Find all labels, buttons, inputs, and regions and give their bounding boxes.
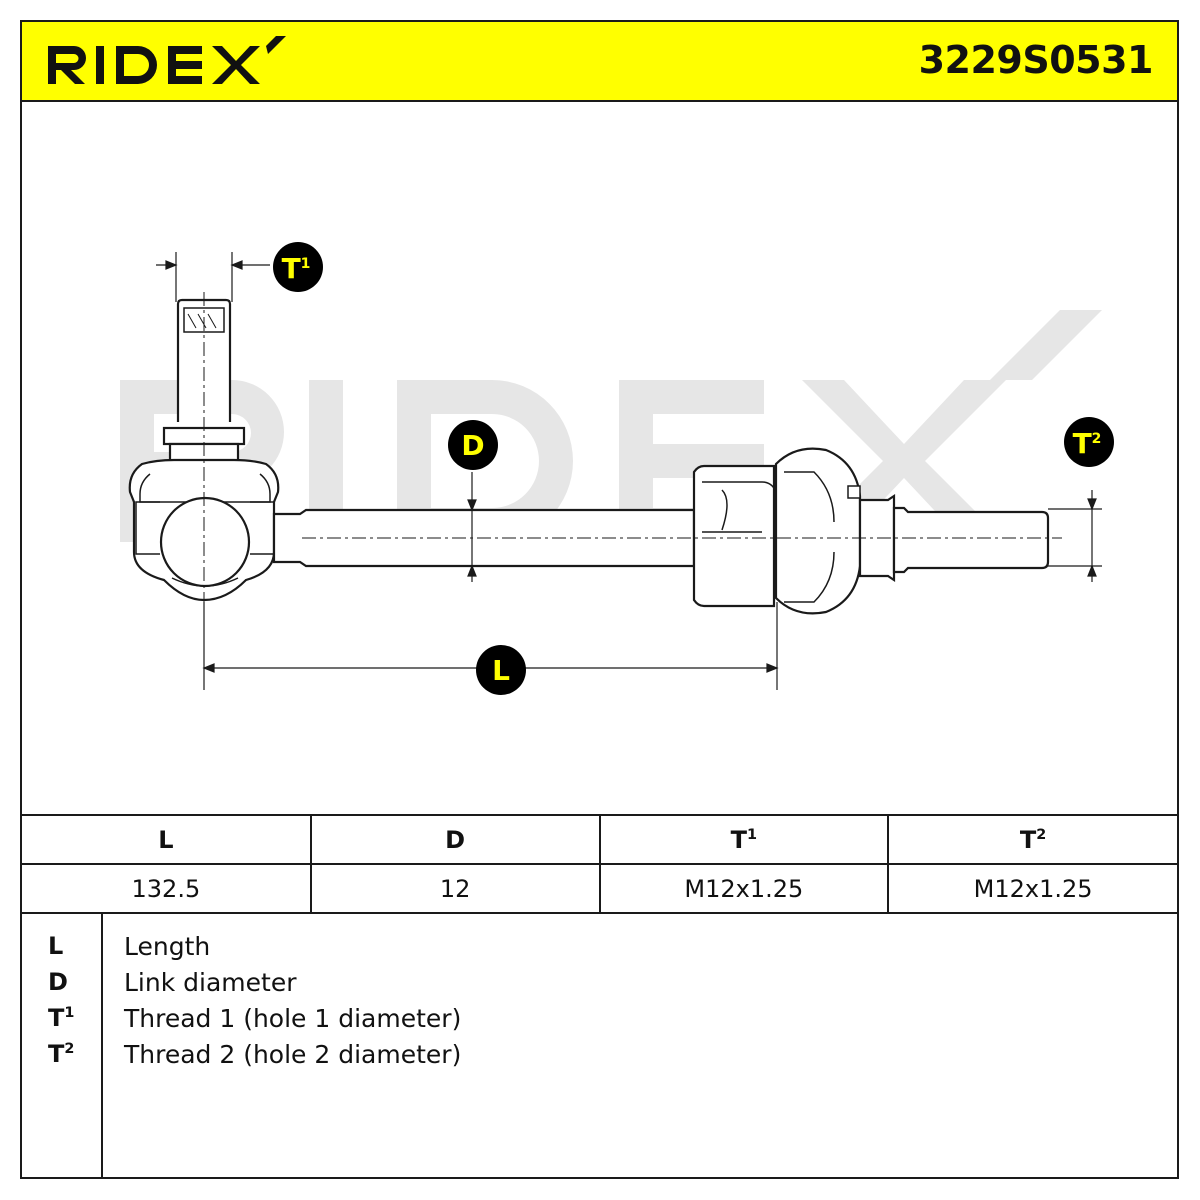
legend-key: T2	[48, 1040, 75, 1068]
legend-row-l: L Length	[22, 932, 1177, 968]
spec-value-t2: M12x1.25	[887, 863, 1177, 914]
legend-divider	[101, 912, 103, 1177]
svg-text:T1: T1	[282, 252, 311, 285]
legend-row-d: D Link diameter	[22, 968, 1177, 1004]
callout-t2: T2	[1064, 417, 1114, 467]
spec-value-d: 12	[309, 863, 601, 914]
spec-table-value-row: 132.5 12 M12x1.25 M12x1.25	[22, 863, 1177, 914]
spec-table-header-row: L D T1 T2	[22, 814, 1177, 865]
spec-header-l: L	[22, 814, 312, 865]
legend-key: D	[48, 968, 68, 996]
svg-text:D: D	[461, 429, 484, 462]
spec-table: L D T1 T2 132.5 12 M12x1.25 M12x1.25	[22, 814, 1177, 914]
legend-row-t1: T1 Thread 1 (hole 1 diameter)	[22, 1004, 1177, 1040]
legend-row-t2: T2 Thread 2 (hole 2 diameter)	[22, 1040, 1177, 1076]
legend: L Length D Link diameter T1 Thread 1 (ho…	[22, 912, 1177, 1177]
spec-value-t1: M12x1.25	[598, 863, 890, 914]
callout-l: L	[476, 645, 526, 695]
legend-key: L	[48, 932, 64, 960]
callout-d: D	[448, 420, 498, 470]
dimension-lines	[156, 252, 1102, 690]
spec-header-t1: T1	[598, 814, 890, 865]
legend-desc: Link diameter	[124, 968, 297, 997]
svg-text:T2: T2	[1073, 427, 1102, 460]
legend-desc: Thread 1 (hole 1 diameter)	[124, 1004, 462, 1033]
part-number: 3229S0531	[918, 38, 1154, 82]
spec-header-d: D	[309, 814, 601, 865]
datasheet-frame: 3229S0531	[20, 20, 1179, 1179]
spec-value-l: 132.5	[22, 863, 312, 914]
legend-key: T1	[48, 1004, 75, 1032]
svg-text:L: L	[492, 654, 510, 687]
centerlines	[203, 292, 1062, 602]
brand-logo	[48, 36, 286, 84]
callout-t1: T1	[273, 242, 323, 292]
header-bar: 3229S0531	[22, 22, 1177, 102]
legend-desc: Length	[124, 932, 211, 961]
spec-header-t2: T2	[887, 814, 1177, 865]
legend-desc: Thread 2 (hole 2 diameter)	[124, 1040, 462, 1069]
technical-drawing: T1 D T2 L	[120, 242, 1114, 695]
